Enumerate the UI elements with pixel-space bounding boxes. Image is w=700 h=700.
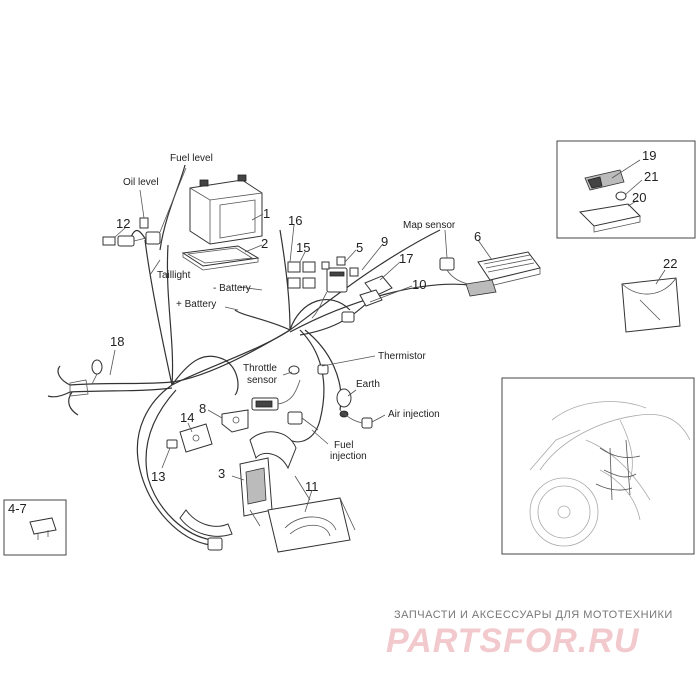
part-number-11: 11 [305, 479, 319, 494]
bracket-8 [221, 409, 249, 433]
label-taillight: Taillight [157, 270, 191, 281]
air-injection-connector [339, 409, 373, 429]
watermark-caption: ЗАПЧАСТИ И АКСЕССУАРЫ ДЛЯ МОТОТЕХНИКИ [394, 609, 673, 621]
label-oil-level: Oil level [123, 177, 159, 188]
label-map-sensor: Map sensor [403, 220, 456, 231]
part-numbers: 1 2 3 4-7 5 6 8 9 10 11 12 13 14 15 16 1… [8, 148, 677, 516]
part-number-1: 1 [263, 206, 270, 221]
leader-lines [109, 159, 666, 513]
harness-end-connector [207, 537, 223, 551]
part-number-8: 8 [199, 401, 206, 416]
tape-kit [267, 497, 356, 553]
label-air-injection: Air injection [388, 409, 440, 420]
battery [189, 174, 263, 245]
watermark-brand: PARTSFOR.RU [386, 622, 640, 660]
connector-13 [166, 439, 178, 449]
document-bag [621, 277, 681, 333]
fuel-pump-cover [179, 431, 311, 537]
part-number-19: 19 [642, 148, 656, 163]
earth-terminal [336, 388, 352, 418]
part-number-4-7: 4-7 [8, 501, 27, 516]
label-battery-minus: - Battery [213, 283, 251, 294]
part-number-17: 17 [399, 251, 413, 266]
fuel-injection-connector [287, 411, 319, 431]
part-number-14: 14 [180, 410, 194, 425]
part-number-15: 15 [296, 240, 310, 255]
label-fuel-level: Fuel level [170, 153, 213, 164]
wire-labels: Fuel level Oil level Taillight - Battery… [123, 153, 456, 462]
label-battery-plus: + Battery [176, 299, 216, 310]
main-harness [47, 164, 471, 546]
fuse-inset [3, 499, 67, 556]
part-number-13: 13 [151, 469, 165, 484]
battery-pad [181, 245, 260, 271]
sensor-connectors [102, 217, 161, 247]
part-number-6: 6 [474, 229, 481, 244]
motorcycle-inset [501, 377, 695, 555]
label-fuel-injection-line2: injection [330, 451, 367, 462]
part-number-5: 5 [356, 240, 363, 255]
label-thermistor: Thermistor [378, 351, 426, 362]
part-number-3: 3 [218, 466, 225, 481]
part-number-18: 18 [110, 334, 124, 349]
label-earth: Earth [356, 379, 380, 390]
throttle-sensor [251, 365, 301, 411]
part-number-21: 21 [644, 169, 658, 184]
map-sensor [439, 257, 469, 285]
part-number-16: 16 [288, 213, 302, 228]
label-throttle-sensor-line1: Throttle [243, 363, 277, 374]
thermistor-connector [317, 364, 329, 375]
label-throttle-sensor-line2: sensor [247, 375, 278, 386]
part-number-10: 10 [412, 277, 426, 292]
parts-inset-19-21 [556, 140, 696, 239]
relay-cluster [287, 256, 393, 323]
part-number-20: 20 [632, 190, 646, 205]
label-fuel-injection-line1: Fuel [334, 440, 353, 451]
part-number-12: 12 [116, 216, 130, 231]
bracket-14 [179, 423, 213, 453]
ecu-module [465, 251, 541, 297]
watermark: ЗАПЧАСТИ И АКСЕССУАРЫ ДЛЯ МОТОТЕХНИКИ PA… [386, 609, 673, 660]
part-number-22: 22 [663, 256, 677, 271]
part-number-2: 2 [261, 236, 268, 251]
part-number-9: 9 [381, 234, 388, 249]
